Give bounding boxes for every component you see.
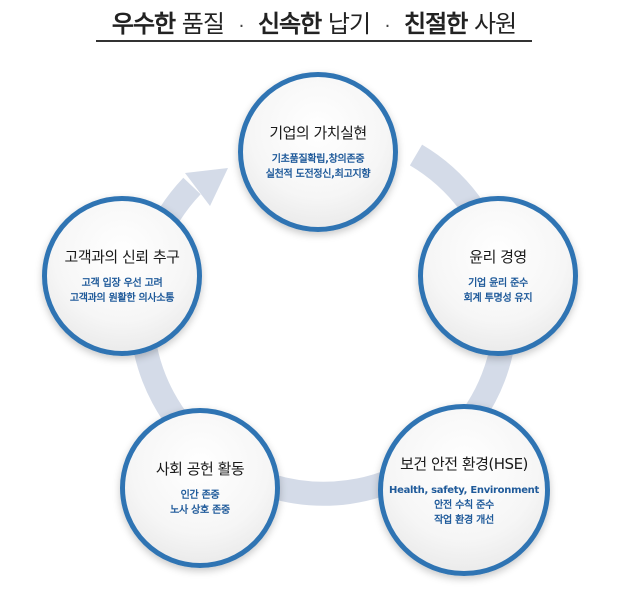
node-line: 작업 환경 개선 xyxy=(434,514,494,526)
node-value-realization: 기업의 가치실현 기초품질확립,창의존중 실천적 도전정신,최고지향 xyxy=(238,72,398,232)
node-social-contribution: 사회 공헌 활동 인간 존중 노사 상호 존중 xyxy=(120,408,280,568)
node-line: 고객 입장 우선 고려 xyxy=(81,278,163,289)
title-part2-bold: 신속한 xyxy=(257,10,322,38)
node-line: 인간 존중 xyxy=(180,490,220,501)
title-separator-1: · xyxy=(238,16,245,37)
node-line: 회계 투명성 유지 xyxy=(463,293,533,304)
node-hse: 보건 안전 환경(HSE) Health, safety, Environmen… xyxy=(378,404,550,576)
node-title: 기업의 가치실현 xyxy=(269,124,367,142)
node-line: 실천적 도전정신,최고지향 xyxy=(265,169,371,180)
node-line: 안전 수칙 준수 xyxy=(434,499,494,511)
node-line: 노사 상호 존중 xyxy=(170,505,230,516)
node-title: 윤리 경영 xyxy=(469,248,527,266)
node-title: 보건 안전 환경(HSE) xyxy=(400,454,528,473)
title-underline xyxy=(96,40,532,42)
node-line: 고객과의 원활한 의사소통 xyxy=(69,293,175,304)
title-part1-bold: 우수한 xyxy=(111,10,176,38)
title-separator-2: · xyxy=(384,16,391,37)
node-ethics-management: 윤리 경영 기업 윤리 준수 회계 투명성 유지 xyxy=(418,196,578,356)
node-customer-trust: 고객과의 신뢰 추구 고객 입장 우선 고려 고객과의 원활한 의사소통 xyxy=(42,196,202,356)
node-line: Health, safety, Environment xyxy=(389,484,539,496)
node-title: 사회 공헌 활동 xyxy=(155,460,245,478)
title-part3-rest: 사원 xyxy=(473,10,517,38)
node-title: 고객과의 신뢰 추구 xyxy=(64,248,180,266)
page-title: 우수한 품질 · 신속한 납기 · 친절한 사원 xyxy=(0,4,628,39)
cycle-arrowhead xyxy=(185,168,228,206)
title-part1-rest: 품질 xyxy=(181,10,225,38)
node-line: 기업 윤리 준수 xyxy=(468,278,528,289)
title-part3-bold: 친절한 xyxy=(404,10,468,38)
node-line: 기초품질확립,창의존중 xyxy=(271,154,365,165)
title-part2-rest: 납기 xyxy=(327,10,371,38)
